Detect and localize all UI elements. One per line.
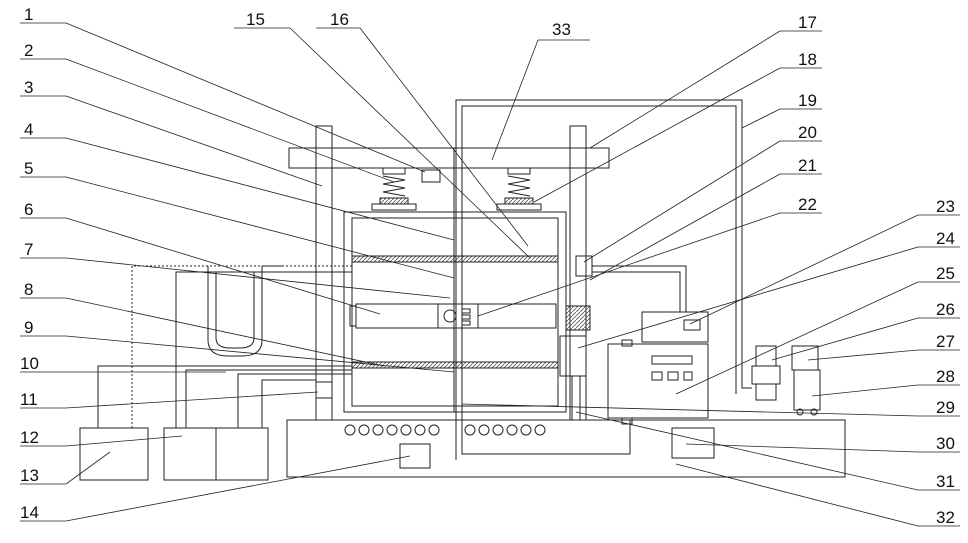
right-labels: 17 18 19 20 21 22 23 24 25 26 27 28 29 3… (798, 13, 955, 527)
label-3: 3 (24, 78, 33, 97)
upper-sieve (352, 256, 558, 262)
label-31: 31 (936, 472, 955, 491)
pump-motor (792, 346, 818, 370)
label-30: 30 (936, 434, 955, 453)
label-23: 23 (936, 197, 955, 216)
label-33: 33 (552, 20, 571, 39)
label-4: 4 (24, 120, 33, 139)
label-6: 6 (24, 200, 33, 219)
base-control-box (672, 428, 714, 458)
label-24: 24 (936, 229, 955, 248)
label-17: 17 (798, 13, 817, 32)
power-cabinet (608, 344, 708, 418)
label-16: 16 (330, 10, 349, 29)
label-13: 13 (20, 466, 39, 485)
label-9: 9 (24, 318, 33, 337)
gear (566, 306, 590, 330)
left-column (316, 126, 332, 420)
leader-lines (20, 23, 960, 526)
label-2: 2 (24, 41, 33, 60)
label-18: 18 (798, 50, 817, 69)
label-26: 26 (936, 300, 955, 319)
left-labels: 1 2 3 4 5 6 7 8 9 10 11 12 13 14 (20, 5, 39, 522)
left-valve (316, 382, 332, 398)
tank-middle (164, 428, 216, 480)
label-15: 15 (246, 10, 265, 29)
lower-sieve (352, 362, 558, 368)
label-29: 29 (936, 398, 955, 417)
base-platform (287, 420, 845, 477)
roller-row (345, 425, 545, 435)
right-spring (497, 168, 541, 210)
label-8: 8 (24, 280, 33, 299)
tank-left (80, 428, 148, 480)
label-19: 19 (798, 91, 817, 110)
label-27: 27 (936, 332, 955, 351)
label-7: 7 (24, 240, 33, 259)
label-22: 22 (798, 195, 817, 214)
label-28: 28 (936, 367, 955, 386)
left-spring (372, 168, 416, 210)
label-20: 20 (798, 123, 817, 142)
label-14: 14 (20, 503, 39, 522)
machine-drawing (80, 100, 845, 480)
label-11: 11 (20, 390, 38, 409)
label-5: 5 (24, 159, 33, 178)
label-10: 10 (20, 354, 39, 373)
tank-right (216, 428, 268, 480)
top-labels: 15 16 33 (246, 10, 571, 39)
base-switch-box (400, 444, 430, 468)
label-12: 12 (20, 428, 39, 447)
label-1: 1 (24, 5, 33, 24)
label-21: 21 (798, 156, 817, 175)
label-25: 25 (936, 264, 955, 283)
controller-unit (642, 312, 708, 342)
motor (560, 336, 586, 376)
label-32: 32 (936, 508, 955, 527)
top-crossbeam (289, 148, 609, 168)
